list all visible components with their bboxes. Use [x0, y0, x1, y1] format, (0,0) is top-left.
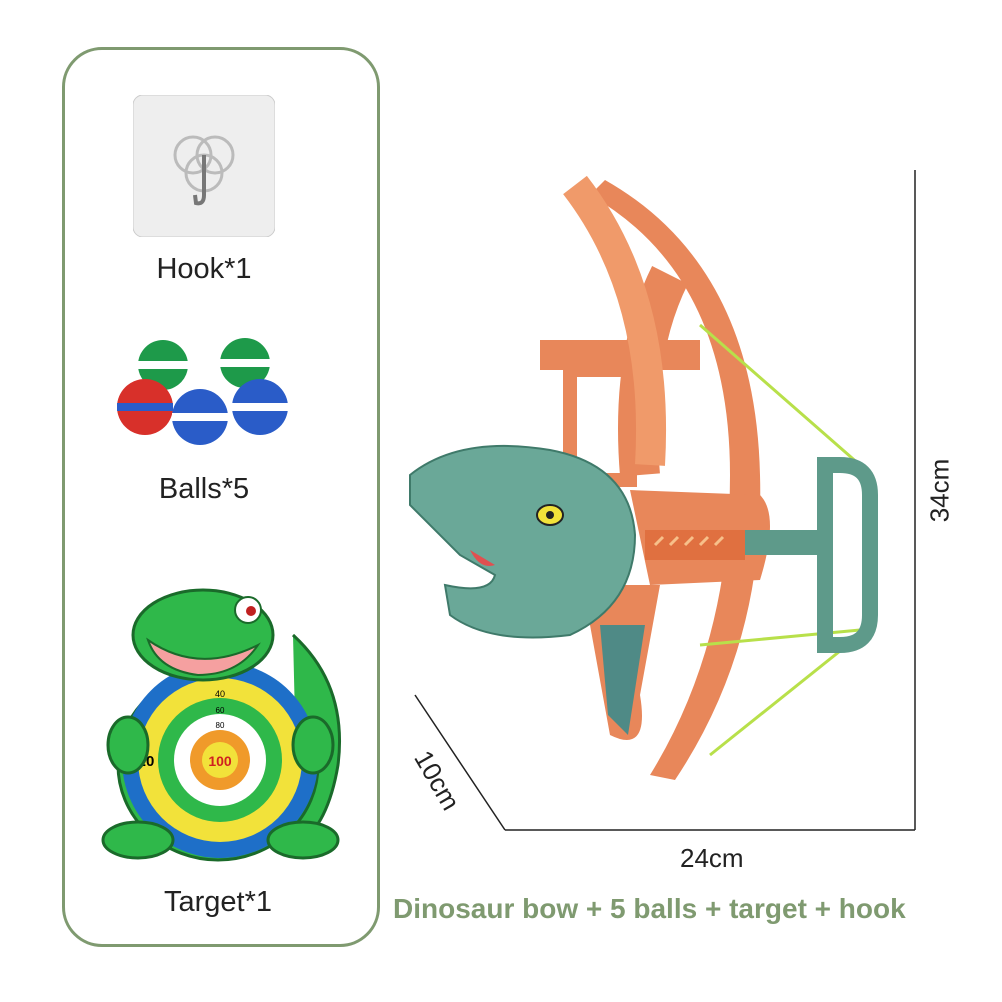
target-ring-40: 40 — [215, 689, 225, 699]
balls-label: Balls*5 — [158, 473, 250, 505]
target-image: 100 80 60 40 20 — [101, 588, 342, 862]
hook-image — [133, 95, 275, 237]
balls-image — [117, 338, 288, 445]
target-label: Target*1 — [163, 886, 272, 918]
hook-label: Hook*1 — [156, 253, 252, 285]
target-ring-80: 80 — [216, 721, 225, 730]
height-dimension: 34cm — [924, 458, 955, 523]
width-dimension: 24cm — [680, 843, 744, 873]
accessories-panel — [62, 47, 380, 947]
dinosaur-bow-image — [409, 175, 878, 780]
product-caption: Dinosaur bow + 5 balls + target + hook — [393, 893, 906, 924]
target-ring-60: 60 — [216, 706, 225, 715]
target-ring-100: 100 — [208, 753, 232, 769]
